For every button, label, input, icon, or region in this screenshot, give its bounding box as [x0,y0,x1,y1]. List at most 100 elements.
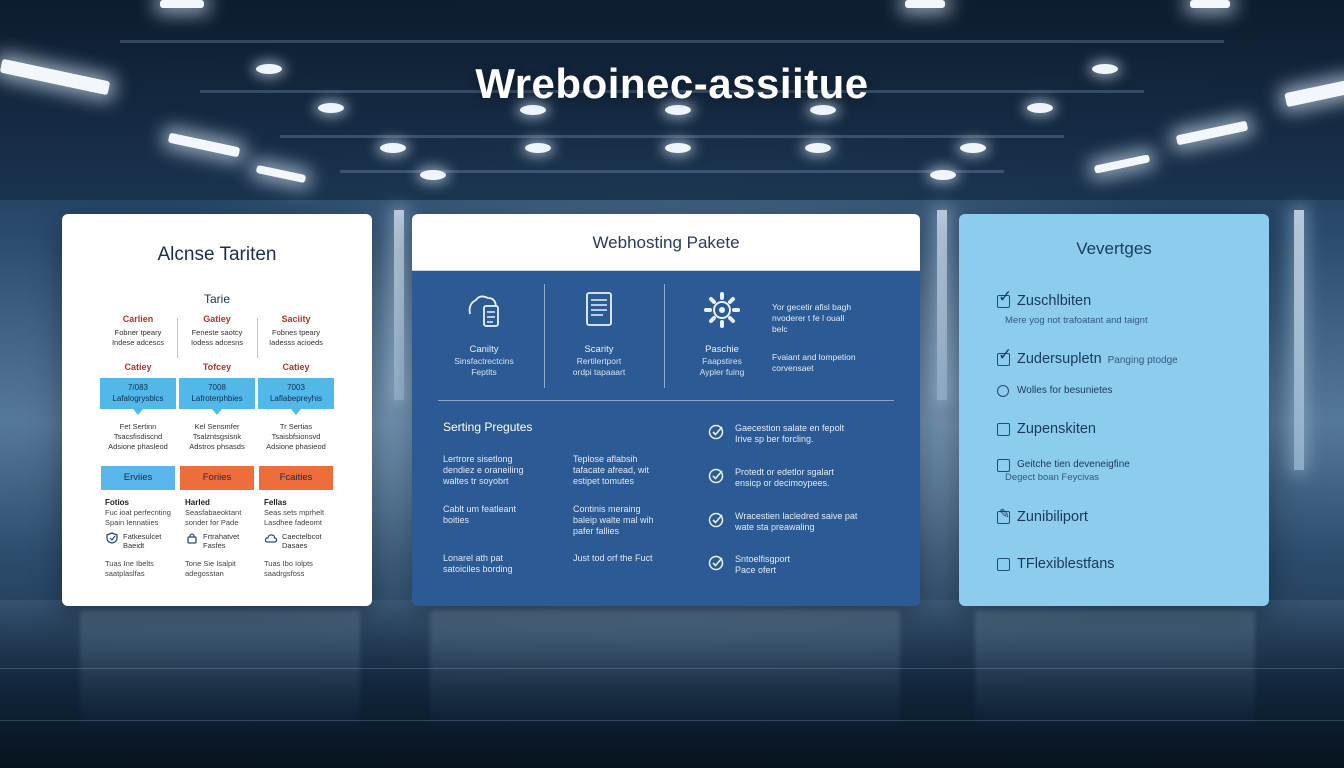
tariff-column: Saciity Fobnes tpeary Iadesss acioeds Ca… [258,314,334,452]
ceiling-spot [665,143,691,153]
middle-panel: Webhosting Pakete Canilty Sinsfactrectci… [412,214,920,606]
feature-item: Paschie Faapstires Aypler fuing [662,288,782,378]
page-title: Wreboinec-assiitue [475,60,869,107]
check-mark-icon: ✓ [998,287,1013,306]
column-subhead: Tofcey [202,362,232,372]
ceiling-spot [256,64,282,74]
feature-desc: Sinsfactrectcins Feptlts [454,356,514,377]
feature-desc: Faapstires Aypler fuing [699,356,745,377]
check-circle-icon [708,512,724,528]
ceiling-spot [810,105,836,115]
advantage-label: Geitche tien deveneigfine [1017,459,1130,470]
floor-line [0,720,1344,721]
advantage-subtext: Mere yog not trafoatant and taignt [1005,315,1148,326]
advantage-subtext: Degect boan Feycivas [1005,472,1099,483]
footer-column: Fotios Fuc ioat perfecnting Spain Iennat… [105,498,181,579]
ceiling-spot [960,143,986,153]
checkbox-checked[interactable] [997,353,1010,366]
checkbox-empty[interactable] [997,459,1010,472]
check-item-text: Protedt or edetlor sgalart ensicp or dec… [735,467,835,488]
price-box-pointer [291,409,301,415]
tag-button[interactable]: Foriies [180,466,254,490]
column-subhead: Catiey [124,362,152,372]
feature-name: Scarity [584,344,614,355]
feature-desc: Rertilertport ordpi tapaaart [572,356,626,377]
light-pillar [394,210,404,400]
footer-icon-label: Fatkesulcet Baeidt [123,532,162,550]
check-item-text: Sntoelfisgport Pace ofert [735,554,791,575]
footer-bottom: Tone Sie Isalpit adegosstan [185,559,236,578]
floor-line [0,668,1344,669]
footer-bottom: Tuas Ibo Iolpts saadrgsfoss [264,559,313,578]
footer-text: Seasfabaeoktant sonder for Pade [185,508,242,527]
ceiling-spot [930,170,956,180]
feature-text: Lonarel ath pat satoiciles bording [443,553,513,574]
check-circle-icon [708,468,724,484]
document-icon [586,292,612,326]
feature-text: Continis meraing baleip walte mal wih pa… [573,504,654,536]
footer-column: Fellas Seas sets mprhelt Lasdhee fadeomt… [264,498,340,579]
tariff-column: Carlien Fobner tpeary Indese adcescs Cat… [100,314,176,452]
footer-icon-label: Caectelbcot Dasaes [282,532,322,550]
column-text: Feneste saotcy Iodess adcesns [190,328,244,347]
side-text: Yor gecetir afisl bagh nvoderer t fe l o… [772,302,852,334]
footer-bottom: Tuas Ine Ibelts saatplaslfas [105,559,154,578]
section-title: Serting Pregutes [443,420,533,434]
left-panel-subtitle: Tarie [203,292,230,306]
advantage-label: Wolles for besunietes [1017,385,1113,396]
server-cloud-icon [468,295,499,327]
column-text: Fobner tpeary Indese adcescs [111,328,165,347]
ceiling-spot [318,103,344,113]
advantage-label: Zupenskiten [1017,421,1096,437]
feature-text: Teplose aflabsih tafacate afread, wit es… [573,454,650,486]
column-head: Gatiey [203,314,231,324]
cloud-icon [264,534,278,543]
feature-divider [544,284,545,388]
left-panel: Alcnse Tariten Tarie Carlien Fobner tpea… [62,214,372,606]
light-pillar [1294,210,1304,470]
feature-name: Canilty [469,344,499,355]
ceiling-lamp [160,0,204,8]
footer-head: Harled [185,498,210,507]
ceiling-beam [340,170,1004,173]
price-box: 7/083 Lafalogrysblcs [100,378,176,409]
panel-reflection [80,610,360,730]
ceiling-spot [420,170,446,180]
ceiling-beam [280,135,1064,138]
feature-name: Paschie [705,344,739,355]
footer-head: Fotios [105,498,129,507]
floor [0,600,1344,768]
checkbox-checked[interactable] [997,295,1010,308]
advantage-label: TFlexiblestfans [1017,556,1115,572]
tag-button[interactable]: Fcaities [259,466,333,490]
checkbox-empty[interactable] [997,558,1010,571]
pencil-icon: ✎ [999,506,1010,521]
price-box-pointer [133,409,143,415]
feature-text: Lertrore sisetlong dendiez e oraneiling … [443,454,524,486]
ceiling-beam [120,40,1224,43]
panel-reflection [430,610,900,730]
advantage-note: Panging ptodge [1107,355,1178,366]
radio-button[interactable] [997,385,1009,397]
ceiling-beam [200,90,1144,93]
ceiling-spot [805,143,831,153]
checkbox-empty[interactable] [997,423,1010,436]
tag-button[interactable]: Erviies [101,466,175,490]
right-panel: Vevertges ✓ Zuschlbiten Mere yog not tra… [959,214,1269,606]
ceiling-lamp [905,0,945,8]
feature-text: Cablt um featleant boities [443,504,517,525]
advantage-label: Zuschlbiten [1017,293,1092,309]
check-item-text: Gaecestion salate en fepolt Irive sp ber… [735,423,845,444]
side-text: Fvaiant and lompetion corvensaet [772,352,856,373]
panel-reflection [975,610,1255,730]
light-pillar [937,210,947,400]
column-divider [177,318,178,358]
column-details: Kel Sensmfer Tsalzntsgsisnk Adstros phsa… [189,422,245,451]
check-circle-icon [708,424,724,440]
checkbox-edit[interactable] [997,511,1010,524]
footer-text: Seas sets mprhelt Lasdhee fadeomt [264,508,325,527]
advantage-label: Zunibiliport [1017,509,1088,525]
ceiling-spot [525,143,551,153]
shield-icon [106,532,118,544]
